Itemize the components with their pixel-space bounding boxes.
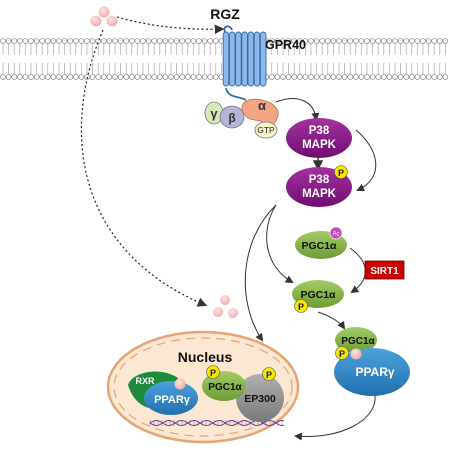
p38p-to-nucleus-arrow — [244, 204, 277, 342]
phospho-badge — [335, 346, 349, 360]
g-alpha-subunit — [241, 98, 279, 129]
p38-mapk: P38 MAPK — [286, 118, 352, 158]
rgz-label: RGZ — [210, 6, 240, 22]
g-alpha-label: α — [258, 98, 266, 113]
phospho-label: P — [298, 302, 304, 312]
phospho-badge — [294, 299, 308, 313]
gpr40-receptor — [222, 25, 267, 101]
rgz-molecules — [90, 6, 118, 27]
gtp-molecule — [254, 121, 278, 139]
ligand-to-nucleus-arrow — [80, 29, 208, 307]
nuc-ppar-label: PPARγ — [154, 394, 191, 406]
pgcp-to-complex-arrow — [317, 311, 346, 330]
nuc-pgc1a-label: PGC1α — [208, 382, 242, 393]
p38-mapk-phospho: P38 MAPK P — [286, 165, 352, 207]
pgc1a-p-label: PGC1α — [300, 289, 336, 301]
gtp-label: GTP — [257, 125, 275, 135]
pgc1a-ac-label: PGC1α — [301, 240, 337, 252]
p38p-line2: MAPK — [302, 188, 337, 200]
pgc1a-acetylated: PGC1α Ac — [295, 226, 347, 259]
p38p-line1: P38 — [309, 174, 330, 186]
phospho-label: P — [266, 370, 272, 380]
sirt1-box: SIRT1 — [364, 260, 405, 280]
galpha-to-p38-arrow — [275, 98, 320, 121]
complex-pgc1a-label: PGC1α — [341, 336, 375, 347]
acetyl-label: Ac — [332, 232, 339, 238]
pgc1a-ppar-complex: PGC1α PPARγ P — [334, 327, 410, 396]
complex-ppar-label: PPARγ — [355, 365, 394, 379]
g-beta-label: β — [228, 111, 235, 125]
acetyl-badge — [329, 226, 343, 240]
rgz-bound — [174, 378, 186, 390]
phospho-badge — [262, 367, 276, 381]
g-beta-subunit — [219, 105, 245, 129]
p38p-to-pgc1a-arrow — [266, 204, 294, 283]
phospho-badge — [206, 365, 220, 379]
nucleus: Nucleus RXR PPARγ EP300 PGC1α P P — [106, 330, 300, 444]
p38-line2: MAPK — [302, 139, 337, 151]
ep300-label: EP300 — [244, 393, 276, 405]
pgcac-to-pgcp-arrow — [349, 247, 366, 294]
phospho-badge — [334, 165, 348, 179]
rxr-label: RXR — [135, 376, 155, 386]
complex-to-nucleus-arrow — [294, 394, 376, 441]
sirt1-label: SIRT1 — [370, 266, 399, 277]
g-protein: γ β α GTP — [204, 98, 279, 139]
phospho-label: P — [338, 168, 344, 178]
rgz-molecules-cytoplasm — [213, 295, 238, 318]
g-gamma-label: γ — [210, 106, 218, 121]
p38-line1: P38 — [309, 125, 330, 137]
rgz-bound — [350, 348, 362, 360]
phospho-label: P — [210, 368, 216, 378]
gpr40-label: GPR40 — [265, 38, 306, 52]
phospho-label: P — [339, 349, 345, 359]
cell-membrane — [0, 38, 449, 80]
p38-side-arrow — [355, 129, 377, 192]
dna-helix — [149, 420, 285, 426]
ligand-to-receptor-arrow — [116, 16, 225, 35]
pgc1a-phospho: PGC1α P — [292, 280, 344, 313]
nucleus-title: Nucleus — [178, 349, 233, 365]
